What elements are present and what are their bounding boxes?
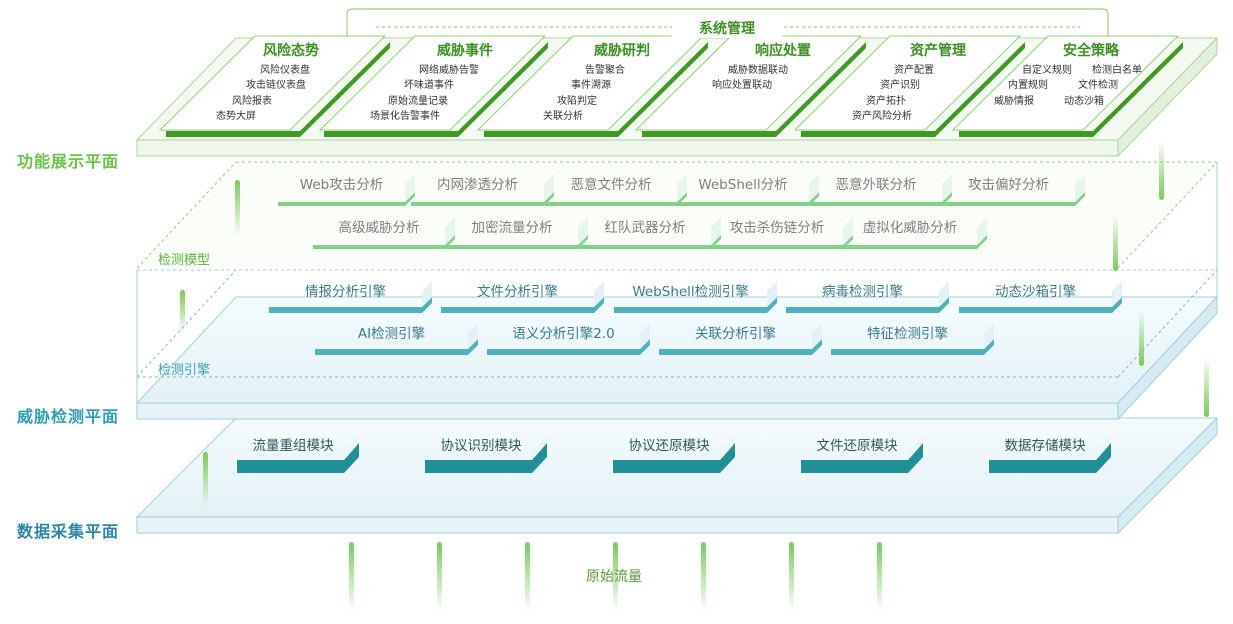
model-tag: 加密流量分析 — [446, 217, 588, 249]
model-section-label: 检测模型 — [158, 253, 211, 268]
panel-item: 动态沙箱 — [1064, 96, 1104, 107]
panel-item: 资产识别 — [880, 80, 920, 91]
raw-traffic-label: 原始流量 — [586, 569, 642, 585]
model-tag: 恶意文件分析 — [545, 174, 687, 206]
model-tag: Web攻击分析 — [278, 174, 415, 206]
collect-layer-label: 数据采集平面 — [17, 522, 120, 541]
model-tag: 虚拟化威胁分析 — [843, 217, 987, 249]
panel-threat-analysis: 威胁研判 告警聚合 事件溯源 攻陷判定 关联分析 — [543, 40, 687, 130]
panel-item: 文件检测 — [1078, 80, 1118, 91]
raw-traffic-pipes — [349, 542, 882, 612]
engine-tag: AI检测引擎 — [315, 323, 478, 355]
panel-edges — [166, 42, 1183, 137]
detect-layer-label: 威胁检测平面 — [17, 407, 120, 426]
model-tag: 红队武器分析 — [579, 217, 721, 249]
collect-module: 协议还原模块 — [613, 435, 735, 473]
system-mgmt-bracket — [346, 8, 1109, 42]
engine-tag: 关联分析引擎 — [659, 323, 822, 355]
engine-tag: 文件分析引擎 — [441, 281, 604, 313]
panel-item: 事件溯源 — [571, 80, 611, 91]
panel-item: 风险仪表盘 — [260, 65, 310, 76]
panel-title: 威胁研判 — [594, 43, 650, 59]
display-layer-label: 功能展示平面 — [17, 152, 120, 171]
engine-tag: WebShell检测引擎 — [614, 281, 777, 313]
model-tag: 恶意外联分析 — [810, 174, 952, 206]
panel-item: 资产风险分析 — [852, 111, 912, 122]
engine-tag: 病毒检测引擎 — [786, 281, 949, 313]
panel-title: 安全策略 — [1063, 43, 1119, 59]
panel-item: 自定义规则 — [1022, 65, 1072, 76]
panel-threat-events: 威胁事件 网络威胁告警 坏味道事件 原始流量记录 场景化告警事件 — [370, 40, 530, 130]
collect-module: 数据存储模块 — [989, 435, 1111, 473]
system-mgmt-title: 系统管理 — [672, 18, 782, 38]
engine-tag: 情报分析引擎 — [269, 281, 432, 313]
collect-module: 协议识别模块 — [425, 435, 547, 473]
panel-item: 内置规则 — [1008, 80, 1048, 91]
panel-risk-situation: 风险态势 风险仪表盘 攻击链仪表盘 风险报表 态势大屏 — [216, 40, 356, 130]
panel-item: 告警聚合 — [585, 65, 625, 76]
panels — [158, 35, 1180, 131]
panel-item: 威胁数据联动 — [728, 65, 788, 76]
panel-item: 关联分析 — [543, 111, 583, 122]
panel-title: 响应处置 — [755, 43, 811, 59]
model-tag: 高级威胁分析 — [313, 217, 455, 249]
panel-item: 场景化告警事件 — [370, 111, 440, 122]
panel-item: 风险报表 — [232, 96, 272, 107]
panel-security-policy: 安全策略 自定义规则 检测白名单 内置规则 文件检测 威胁情报 动态沙箱 — [994, 40, 1156, 130]
panel-item: 威胁情报 — [994, 96, 1034, 107]
panel-item: 攻陷判定 — [557, 96, 597, 107]
collect-module: 文件还原模块 — [801, 435, 923, 473]
panel-item: 态势大屏 — [216, 111, 256, 122]
engine-tag: 语义分析引擎2.0 — [487, 323, 650, 355]
engine-tag: 特征检测引擎 — [831, 323, 994, 355]
collect-module: 流量重组模块 — [237, 435, 359, 473]
panel-item: 资产配置 — [894, 65, 934, 76]
panel-title: 资产管理 — [910, 43, 966, 59]
panel-item: 攻击链仪表盘 — [246, 80, 306, 91]
model-tag: WebShell分析 — [677, 174, 819, 206]
panel-item: 网络威胁告警 — [419, 65, 479, 76]
panel-item: 资产拓扑 — [866, 96, 906, 107]
engine-section-label: 检测引擎 — [158, 363, 211, 378]
panel-item: 响应处置联动 — [712, 80, 772, 91]
engine-tag: 动态沙箱引擎 — [959, 281, 1122, 313]
model-tag: 攻击杀伤链分析 — [711, 217, 853, 249]
panel-item: 原始流量记录 — [388, 96, 448, 107]
panel-title: 威胁事件 — [437, 43, 493, 59]
panel-item: 检测白名单 — [1092, 65, 1142, 76]
panel-title: 风险态势 — [263, 43, 319, 59]
model-tag: 攻击偏好分析 — [942, 174, 1085, 206]
panel-asset-management: 资产管理 资产配置 资产识别 资产拓扑 资产风险分析 — [852, 40, 1003, 130]
panel-response: 响应处置 威胁数据联动 响应处置联动 — [712, 40, 848, 130]
model-tag: 内网渗透分析 — [411, 174, 554, 206]
panel-item: 坏味道事件 — [404, 80, 454, 91]
